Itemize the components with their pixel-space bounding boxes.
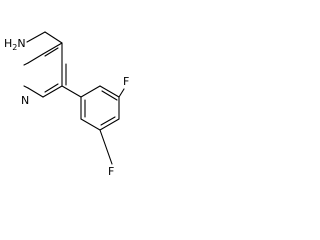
bond-c-f-bottom xyxy=(99,129,113,165)
amine-n-label: N xyxy=(17,37,25,50)
bond-py-n-down xyxy=(23,85,29,89)
bond-py-c3-c2-inner xyxy=(44,47,59,57)
bond-ph-c5-c6 xyxy=(80,118,101,131)
bond-py-c6-c5 xyxy=(42,85,63,98)
bond-py-c2-n xyxy=(27,53,44,64)
bond-c-f-top xyxy=(118,88,125,98)
amine-h-count: 2 xyxy=(12,43,17,52)
bond-ph-c2-c3-inner xyxy=(101,90,118,101)
fluorine-label-top: F xyxy=(123,75,129,88)
bond-ph-c2-c3 xyxy=(99,85,120,98)
bond-ch2-ring xyxy=(44,31,63,44)
bond-py-n-up xyxy=(23,62,29,66)
bond-ph-c4-c5-inner xyxy=(100,116,116,126)
bond-n-ch2 xyxy=(26,31,46,43)
chemical-structure: H2N N F F xyxy=(4,31,129,178)
amine-h-label: H xyxy=(4,37,12,50)
fluorine-label-bottom: F xyxy=(108,165,114,178)
amine-label: H2N xyxy=(4,37,26,52)
bond-ph-c4-c5 xyxy=(99,118,120,131)
bond-py-n-c6 xyxy=(27,87,44,98)
bond-biaryl xyxy=(61,85,82,98)
bond-py-c6-c5-inner xyxy=(44,83,59,93)
bond-py-c3-c2 xyxy=(42,42,63,55)
pyridine-n-label: N xyxy=(21,94,29,107)
bond-ph-c1-c2 xyxy=(80,85,101,98)
